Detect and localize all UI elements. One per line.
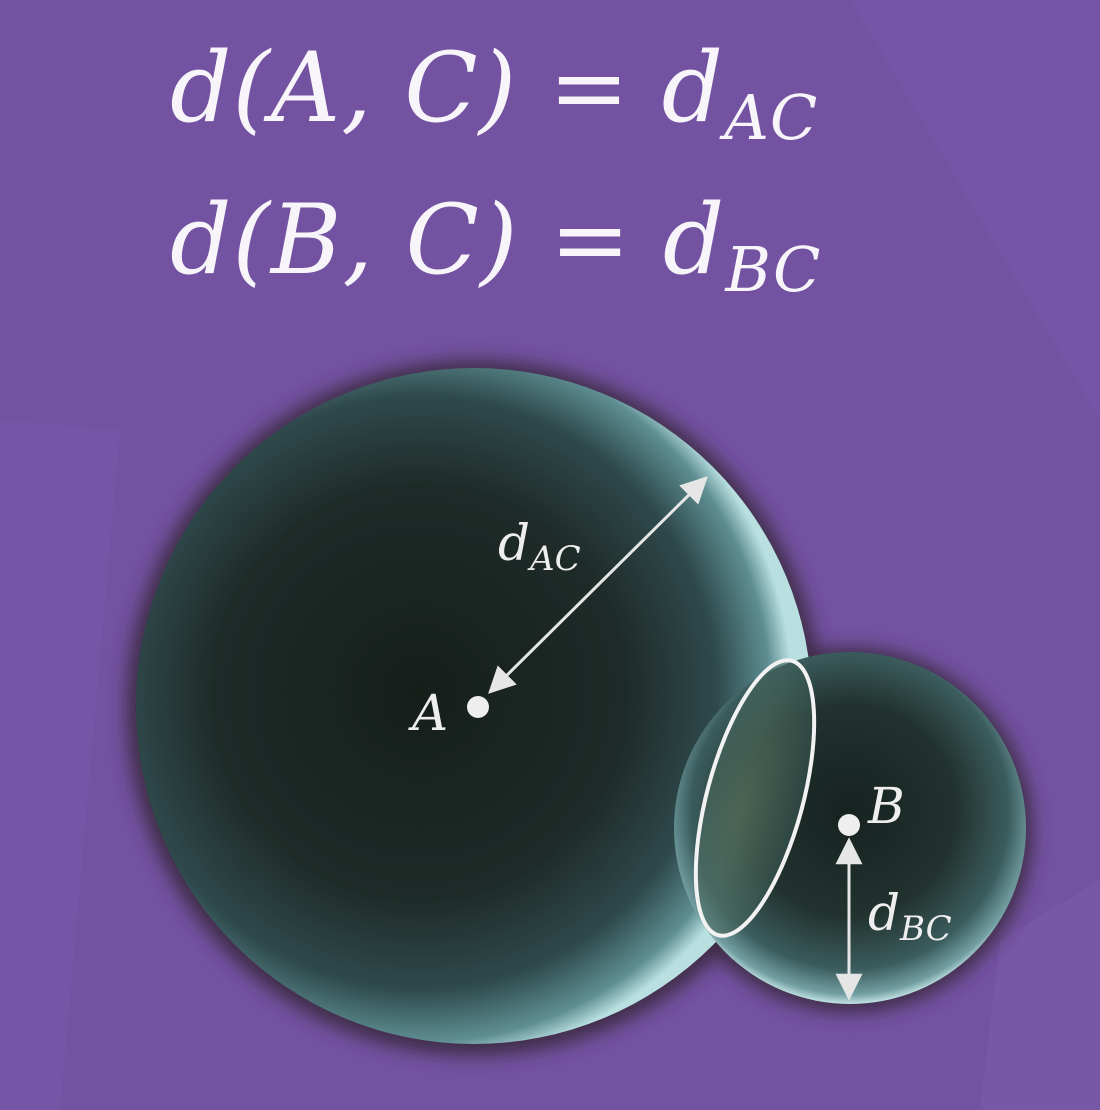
intersection-region xyxy=(695,660,815,936)
distance-ac-subscript: AC xyxy=(527,539,581,579)
distance-ac-symbol: d xyxy=(498,514,530,572)
point-b-dot xyxy=(838,814,860,836)
distance-bc-symbol: d xyxy=(868,884,900,942)
distance-ac-arrow xyxy=(488,476,708,694)
point-b-label: B xyxy=(867,777,905,835)
equation-ac-lhs: d(A, C) xyxy=(170,32,518,144)
intersection-circle xyxy=(693,658,817,938)
equation-bc-subscript: BC xyxy=(725,233,822,306)
equation-ac-subscript: AC xyxy=(724,81,819,154)
equation-bc-lhs: d(B, C) xyxy=(170,184,519,296)
point-a-dot xyxy=(467,696,489,718)
equation-ac-symbol: d xyxy=(661,32,725,144)
equation-bc-equals: = xyxy=(549,184,632,296)
equation-bc-symbol: d xyxy=(662,184,726,296)
distance-ac-label: dAC xyxy=(498,514,581,579)
distance-bc-label: dBC xyxy=(868,884,952,949)
equation-ac: d(A, C) = dAC xyxy=(170,40,818,149)
equation-bc: d(B, C) = dBC xyxy=(170,192,821,301)
point-a-label: A xyxy=(408,684,448,742)
distance-bc-subscript: BC xyxy=(899,909,952,949)
equation-ac-equals: = xyxy=(548,32,631,144)
